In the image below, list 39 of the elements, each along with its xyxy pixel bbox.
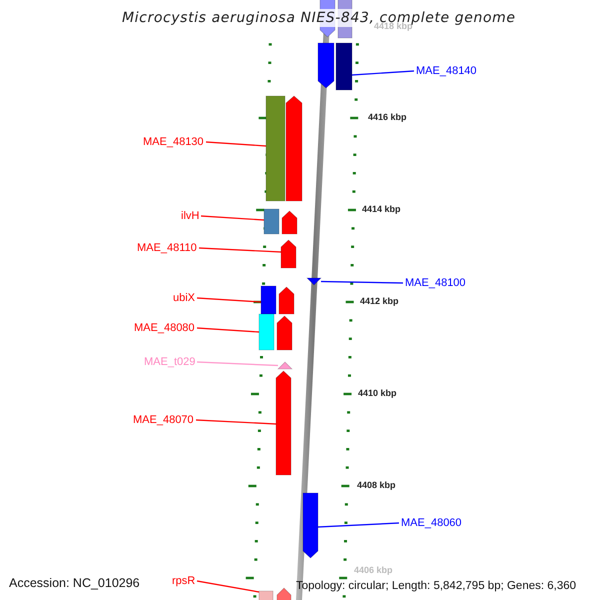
gene-label: ubiX bbox=[173, 292, 196, 304]
leader-line bbox=[320, 280, 404, 284]
leader-line bbox=[198, 247, 282, 253]
gene-label: ilvH bbox=[181, 210, 200, 222]
gene-label: MAE_48060 bbox=[401, 518, 462, 528]
scale-label: 4412 kbp bbox=[360, 297, 399, 306]
leader-line bbox=[352, 70, 414, 76]
leader-line bbox=[196, 580, 260, 593]
gene-label: MAE_48110 bbox=[137, 242, 197, 254]
gene-label: MAE_48080 bbox=[134, 322, 195, 334]
leader-line bbox=[196, 361, 278, 366]
gene-feature bbox=[336, 43, 352, 90]
leader-line bbox=[196, 297, 262, 303]
genome-info-text: Topology: circular; Length: 5,842,795 bp; Genes: 6,360 bbox=[296, 581, 576, 592]
leader-line bbox=[200, 215, 264, 221]
accession-text: Accession: NC_010296 bbox=[9, 577, 140, 590]
gene-feature bbox=[276, 371, 291, 475]
scale-label: 4406 kbp bbox=[354, 566, 393, 575]
scale-label: 4414 kbp bbox=[362, 205, 401, 214]
scale-label: 4416 kbp bbox=[368, 113, 407, 122]
leader-line bbox=[318, 522, 400, 528]
gene-label: MAE_48140 bbox=[416, 66, 477, 76]
gene-feature bbox=[261, 286, 276, 314]
gene-feature bbox=[259, 591, 273, 600]
leader-line bbox=[196, 327, 260, 333]
gene-feature bbox=[266, 96, 285, 201]
leader-line bbox=[206, 141, 266, 147]
gene-label: MAE_48100 bbox=[405, 278, 466, 288]
scale-label: 4410 kbp bbox=[358, 389, 397, 398]
gene-label: MAE_48070 bbox=[133, 414, 194, 426]
gene-label: MAE_48130 bbox=[143, 136, 204, 148]
gene-feature bbox=[307, 278, 321, 285]
gene-label: rpsR bbox=[172, 576, 196, 586]
scale-label: 4408 kbp bbox=[357, 481, 396, 490]
gene-label: MAE_t029 bbox=[144, 356, 196, 368]
gene-feature bbox=[259, 314, 274, 350]
gene-feature bbox=[303, 493, 318, 558]
leader-line bbox=[196, 419, 276, 425]
gene-feature bbox=[264, 209, 279, 234]
